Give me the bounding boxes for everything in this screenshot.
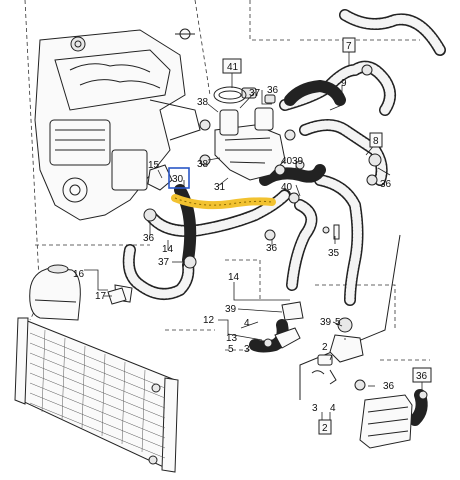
callout-8: 8 (373, 136, 379, 147)
callout-30: 30 (172, 174, 184, 185)
callout-15: 15 (148, 160, 160, 171)
callout-39-lower: 39 (320, 317, 332, 328)
callout-labels: 41 7 9 36 37 38 8 38 36 40 39 40 30 31 1… (73, 37, 432, 435)
callout-7: 7 (346, 41, 352, 52)
callout-4-bottom: 4 (330, 403, 336, 414)
hoses (122, 9, 446, 426)
callout-38-top: 38 (197, 97, 209, 108)
callout-13: 13 (226, 333, 238, 344)
engine-block (34, 28, 201, 221)
callout-36-oilcooler: 36 (383, 381, 395, 392)
lower-parts (107, 287, 428, 449)
callout-2-mid: 2 (322, 342, 328, 353)
callout-31: 31 (214, 182, 226, 193)
callout-40-upper: 40 (281, 156, 293, 167)
callout-41: 41 (227, 62, 239, 73)
callout-5-mid: 5 (228, 344, 234, 355)
callout-36-top: 36 (267, 85, 279, 96)
callout-38-mid: 38 (197, 159, 209, 170)
callout-12: 12 (203, 315, 215, 326)
callout-39-upper: 39 (292, 156, 304, 167)
callout-4-mid: 4 (244, 318, 250, 329)
callout-37-lower: 37 (158, 257, 170, 268)
callout-36-left: 36 (143, 233, 155, 244)
callout-40-lower: 40 (281, 182, 293, 193)
callout-39-mid: 39 (225, 304, 237, 315)
callout-5-right: 5 (335, 317, 341, 328)
callout-3-mid: 3 (244, 344, 250, 355)
callout-35: 35 (328, 248, 340, 259)
expansion-tank (29, 264, 81, 321)
callout-2-bottom: 2 (322, 423, 328, 434)
callout-14-left: 14 (162, 244, 174, 255)
callout-36-right: 36 (380, 179, 392, 190)
callout-37: 37 (249, 88, 261, 99)
selected-part-highlight (168, 167, 190, 189)
callout-36-mid: 36 (266, 243, 278, 254)
callout-3-bottom: 3 (312, 403, 318, 414)
callout-16: 16 (73, 269, 85, 280)
callout-17: 17 (95, 291, 107, 302)
callout-14-mid: 14 (228, 272, 240, 283)
callout-36-far-right: 36 (416, 371, 428, 382)
radiator (14, 317, 179, 473)
callout-9: 9 (341, 78, 347, 89)
